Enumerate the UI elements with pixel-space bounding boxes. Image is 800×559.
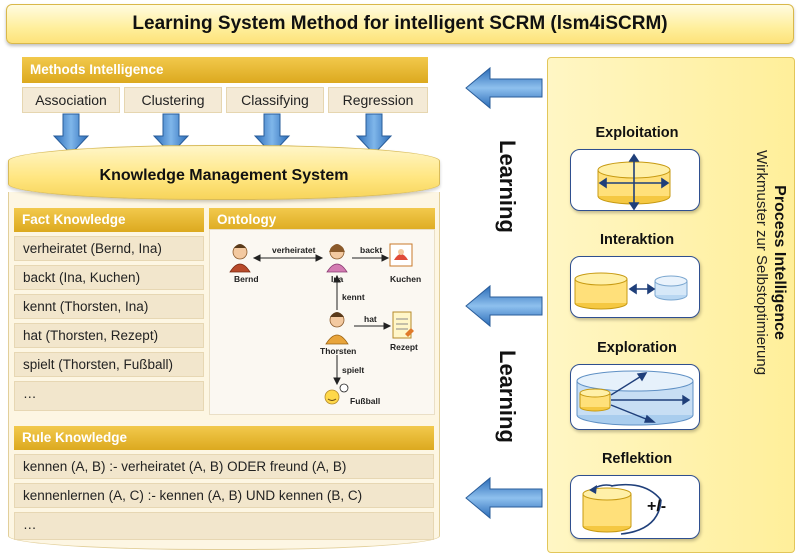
arrowhead-icon [252,254,261,262]
left-arrows [465,66,543,520]
kms-title: Knowledge Management System [8,145,440,200]
step-exploitation-box [570,149,700,211]
learning-label: Learning [495,140,520,233]
method-association: Association [22,87,120,113]
fact-item: spielt (Thorsten, Fußball) [14,352,204,377]
step-exploitation-title: Exploitation [595,125,679,141]
methods-intelligence-header: Methods Intelligence [22,57,428,83]
node-label-thorsten: Thorsten [320,346,357,356]
process-title: Process Intelligence [771,185,788,340]
rule-item: kennen (A, B) :- verheiratet (A, B) ODER… [14,454,434,479]
fact-item: kennt (Thorsten, Ina) [14,294,204,319]
page-title: Learning System Method for intelligent S… [6,4,794,44]
fact-item: … [14,381,204,411]
edge-label-verheiratet: verheiratet [272,245,316,255]
down-arrow-icon [355,113,393,155]
arrowhead-icon [315,254,324,262]
edge-label-kennt: kennt [342,292,365,302]
node-label-kuchen: Kuchen [390,274,422,284]
fact-knowledge-header: Fact Knowledge [14,208,204,232]
left-arrow-icon [465,66,543,110]
rule-item: … [14,512,434,540]
process-subtitle: Wirkmuster zur Selbstoptimierung [753,150,770,376]
arrowhead-icon [333,377,341,386]
node-label-ina: Ina [331,274,344,284]
arrowhead-icon [383,322,392,330]
node-label-bernd: Bernd [234,274,259,284]
learning-label: Learning [495,350,520,443]
left-arrow-icon [465,476,543,520]
interaktion-cylinders-icon [574,272,688,310]
method-down-arrows [52,113,393,155]
person-ina-icon [326,244,348,273]
process-intelligence-label: Process Intelligence Wirkmuster zur Selb… [753,150,788,375]
node-label-fussball: Fußball [350,396,381,406]
reflektion-sign: +/- [647,498,667,515]
ontology-edges [229,243,414,405]
fussball-icon [324,383,349,405]
person-bernd-icon [229,244,251,273]
step-exploration-title: Exploration [597,340,677,356]
fact-item: verheiratet (Bernd, Ina) [14,236,204,261]
left-arrow-icon [465,284,543,328]
ontology-header: Ontology [209,208,435,232]
method-classifying: Classifying [226,87,324,113]
exploitation-cylinder-icon [597,153,671,211]
rule-item: kennenlernen (A, C) :- kennen (A, B) UND… [14,483,434,508]
step-reflektion-title: Reflektion [601,451,673,467]
fact-item: backt (Ina, Kuchen) [14,265,204,290]
arrowhead-icon [381,254,390,262]
ontology-graph: Bernd Ina Kuchen Thorsten Rezept Fußball… [209,229,435,415]
method-regression: Regression [328,87,428,113]
rule-knowledge-header: Rule Knowledge [14,426,434,450]
fact-item: hat (Thorsten, Rezept) [14,323,204,348]
method-clustering: Clustering [124,87,222,113]
person-thorsten-icon [325,312,349,345]
rezept-icon [392,311,414,339]
edge-label-backt: backt [360,245,383,255]
arrowhead-icon [333,274,341,283]
edge-label-spielt: spielt [342,365,365,375]
reflektion-cylinder-icon [582,483,662,535]
edge-label-hat: hat [364,314,377,324]
exploration-cylinders-icon [576,370,694,426]
down-arrow-icon [52,113,90,155]
step-reflektion-box: +/- [570,475,700,539]
step-interaktion-title: Interaktion [599,232,675,248]
node-label-rezept: Rezept [390,342,418,352]
step-exploration-box [570,364,700,430]
step-interaktion-box [570,256,700,318]
kuchen-icon [389,243,413,267]
